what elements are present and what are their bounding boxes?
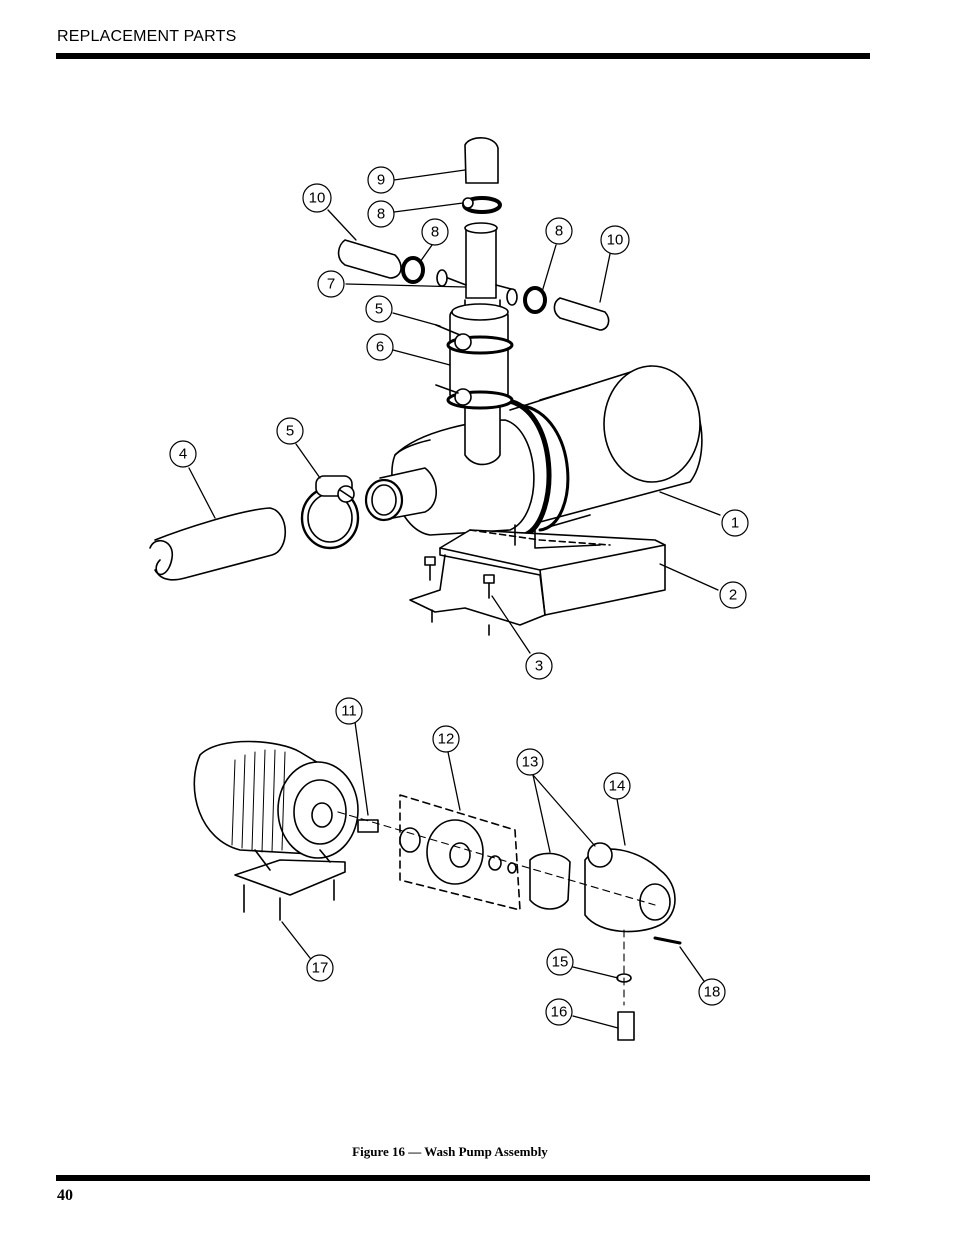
discharge-column	[435, 222, 518, 466]
callout-8	[367, 200, 395, 228]
callout-8	[421, 218, 449, 246]
callout-label: 8	[431, 224, 439, 241]
callout-label: 18	[704, 984, 721, 1001]
footer-rule	[56, 1175, 870, 1181]
inlet-hose	[149, 507, 286, 581]
base-bracket	[409, 524, 666, 626]
callout-label: 5	[286, 423, 294, 440]
top-hose	[462, 137, 502, 214]
motor-exploded	[193, 740, 359, 921]
callout-18	[698, 978, 726, 1006]
callout-9	[367, 166, 395, 194]
callout-5	[365, 295, 393, 323]
callout-label: 7	[327, 276, 335, 293]
callout-label: 9	[377, 172, 385, 189]
page-number: 40	[57, 1187, 73, 1204]
callout-13	[516, 748, 544, 776]
header-rule	[56, 53, 870, 59]
impeller-box	[357, 794, 521, 911]
callout-label: 8	[377, 206, 385, 223]
callout-label: 14	[609, 778, 626, 795]
callout-7	[317, 270, 345, 298]
callout-label: 17	[312, 960, 329, 977]
callout-label: 15	[552, 954, 569, 971]
hose-clamp-left	[300, 475, 360, 550]
dashed-centerlines	[337, 811, 656, 1006]
callout-label: 6	[376, 339, 384, 356]
callout-label: 16	[551, 1004, 568, 1021]
callout-10	[600, 225, 630, 255]
volute-exploded	[529, 842, 682, 1041]
callout-6	[366, 333, 394, 361]
leader-lines-upper	[188, 169, 721, 654]
callout-12	[432, 725, 460, 753]
leader-lines-lower	[281, 721, 707, 1029]
inlet-nozzle	[364, 467, 438, 522]
callout-4	[169, 440, 197, 468]
callout-17	[306, 954, 334, 982]
callout-label: 12	[438, 731, 455, 748]
callout-label: 8	[555, 223, 563, 240]
figure-caption: Figure 16 — Wash Pump Assembly	[352, 1144, 548, 1159]
callout-14	[603, 772, 631, 800]
callout-label: 1	[731, 515, 739, 532]
callout-label: 5	[375, 301, 383, 318]
callout-3	[525, 652, 553, 680]
callout-15	[546, 948, 574, 976]
base-screws	[424, 556, 495, 636]
callout-label: 3	[535, 658, 543, 675]
callout-11	[335, 697, 363, 725]
motor-body	[500, 365, 703, 538]
callout-2	[719, 581, 747, 609]
callout-label: 13	[522, 754, 539, 771]
callout-10	[302, 183, 332, 213]
callout-1	[721, 509, 749, 537]
callout-8	[545, 217, 573, 245]
callout-label: 10	[607, 232, 624, 249]
section-title: REPLACEMENT PARTS	[57, 28, 237, 45]
callout-label: 4	[179, 446, 187, 463]
callout-5	[276, 417, 304, 445]
callout-label: 2	[729, 587, 737, 604]
callout-label: 10	[309, 190, 326, 207]
callouts	[169, 166, 749, 1026]
side-hoses	[337, 239, 610, 331]
callout-label: 11	[341, 703, 357, 720]
callout-16	[545, 998, 573, 1026]
